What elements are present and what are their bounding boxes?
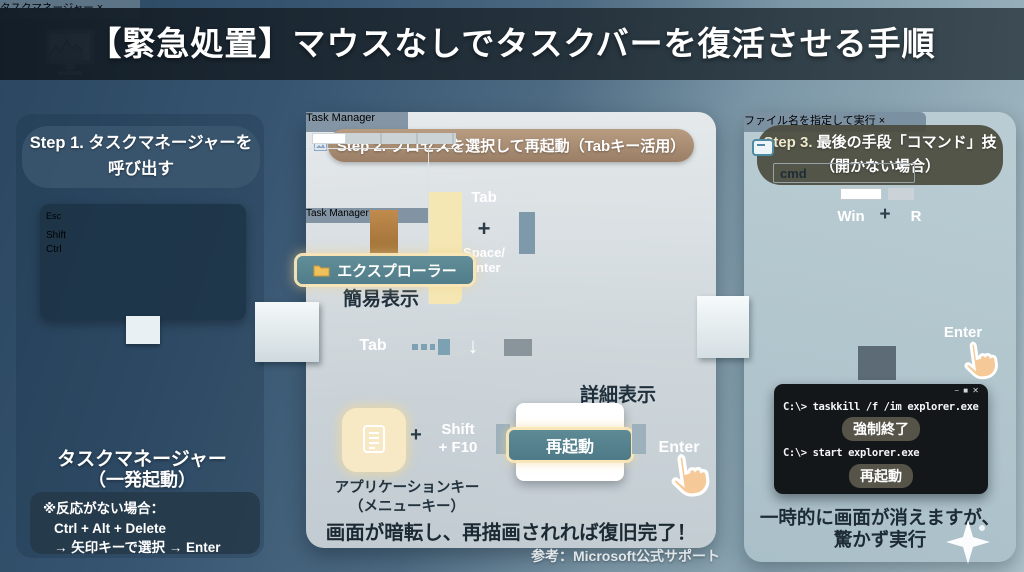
- step2-result-text: 画面が暗転し、再描画されれば復旧完了！: [325, 522, 697, 544]
- menu-key-halo: [342, 408, 406, 472]
- step1-heading-line1: Step 1. タスクマネージャーを: [29, 134, 253, 153]
- column-divider: [428, 148, 429, 304]
- detail-view-caption: 詳細表示: [579, 385, 656, 406]
- shift-f10-key: Shift + F10: [428, 414, 488, 464]
- credit-text: 参考：Microsoft公式サポート: [531, 548, 720, 564]
- r-key: R: [910, 207, 922, 225]
- enter-key: Enter: [658, 439, 700, 456]
- plus-sign-1: +: [477, 216, 491, 241]
- terminal-controls: − ■ ✕: [954, 386, 980, 395]
- step2-panel: Step 2. プロセスを選択して再起動（Tabキー活用） Task Manag…: [297, 112, 716, 548]
- down-arrow-gray: [858, 346, 896, 380]
- simple-window-title: Task Manager: [306, 112, 376, 124]
- terminal-command-1: C:\> taskkill /f /im explorer.exe: [783, 401, 979, 413]
- enter-key-run: Enter: [943, 323, 983, 341]
- tab-strip: [346, 133, 456, 144]
- ctrl-key: Ctrl: [46, 244, 62, 255]
- folder-icon: [313, 265, 330, 277]
- note-line2: Ctrl + Alt + Delete: [54, 520, 167, 536]
- placeholder-bar: [306, 239, 348, 246]
- gray-arrow-right: [504, 339, 532, 356]
- step3-note-line2: 驚かず実行: [833, 529, 927, 550]
- step3-heading-rest: 最後の手段「コマンド」技: [816, 134, 997, 151]
- detail-window-title: Task Manager: [306, 208, 369, 219]
- run-icon: [752, 139, 774, 156]
- down-arrow: [126, 316, 160, 344]
- menu-icon: [363, 425, 385, 453]
- terminal-window: − ■ ✕ C:\> taskkill /f /im explorer.exe …: [774, 384, 988, 494]
- down-arrow-key: ↓: [467, 333, 479, 358]
- placeholder-bar: [306, 164, 352, 170]
- placeholder-square: [306, 230, 315, 239]
- menu-key-caption-line2: （メニューキー）: [349, 499, 465, 515]
- placeholder-square: [306, 154, 316, 164]
- shift-key: Shift: [46, 230, 67, 241]
- run-input: cmd: [773, 163, 915, 183]
- column-header-bar: [306, 223, 332, 230]
- space-enter-key-line2: Enter: [467, 260, 501, 275]
- explorer-highlight-row: エクスプローラー: [297, 256, 473, 284]
- kill-badge: 強制終了: [842, 417, 920, 441]
- menu-key-caption-line1: アプリケーションキー: [334, 480, 480, 496]
- close-icon: ×: [878, 115, 886, 127]
- tab-strip-active: [312, 133, 346, 144]
- title-band: [0, 8, 1024, 80]
- space-enter-key-line1: Space/: [463, 245, 505, 261]
- step1-heading-line2: 呼び出す: [108, 160, 174, 178]
- space-enter-key: Space/ Enter: [457, 241, 511, 281]
- step1-caption-line1: タスクマネージャー: [57, 449, 227, 470]
- plus-sign-2: +: [410, 424, 422, 446]
- step1-note-box: ※反応がない場合： Ctrl + Alt + Delete → 矢印キーで選択 …: [30, 492, 260, 555]
- note-line3: → 矢印キーで選択 → Enter: [54, 540, 221, 556]
- flow-arrow-1: [255, 302, 319, 362]
- context-menu: 再起動: [509, 403, 631, 481]
- small-arrow-right-2: [519, 212, 535, 254]
- restart-badge: 再起動: [849, 464, 913, 488]
- restart-highlight: 再起動: [509, 430, 631, 460]
- run-dialog-title: ファイル名を指定して実行: [744, 115, 876, 127]
- sparkle-icon: [946, 520, 990, 564]
- step1-caption-line2: （一発起動）: [88, 470, 196, 490]
- placeholder-square: [306, 246, 315, 255]
- step3-heading-line2: （開かない場合）: [819, 158, 940, 175]
- tab-key-2: Tab: [359, 337, 387, 354]
- tab-key: Tab: [471, 188, 497, 206]
- application-menu-key: [348, 413, 400, 465]
- highlight-column: [429, 192, 462, 304]
- shift-f10-line2: + F10: [438, 439, 478, 456]
- hand-cursor-icon: [964, 341, 998, 380]
- shift-f10-line1: Shift: [441, 421, 475, 438]
- small-arrow-right-4: [632, 424, 646, 454]
- task-manager-detail-window: Task Manager エクスプローラー: [297, 133, 473, 400]
- placeholder-bar: [516, 410, 578, 417]
- placeholder-bar: [516, 403, 588, 410]
- step3-heading: Step 3. 最後の手段「コマンド」技 （開かない場合）: [757, 125, 1003, 185]
- dialog-button: [840, 188, 882, 200]
- step3-note-line1: 一時的に画面が消えますが、: [759, 507, 1001, 528]
- dotted-arrow: [412, 339, 450, 355]
- small-arrow-right-3: [496, 424, 510, 454]
- step3-panel: Step 3. 最後の手段「コマンド」技 （開かない場合） Win + R ファ…: [744, 112, 1016, 564]
- task-manager-simple-window: Task Manager: [306, 112, 408, 208]
- flow-arrow-2: [697, 296, 749, 358]
- brown-down-arrow: [370, 210, 398, 258]
- explorer-label: エクスプローラー: [337, 262, 457, 280]
- page-title: 【緊急処置】マウスなしでタスクバーを復活させる手順: [88, 25, 936, 62]
- divider-line: [306, 148, 462, 149]
- step1-heading: Step 1. タスクマネージャーを 呼び出す: [22, 126, 260, 188]
- simple-view-caption: 簡易表示: [342, 289, 419, 310]
- dialog-button-2: [888, 188, 914, 200]
- win-key: Win: [837, 207, 865, 225]
- esc-key: Esc: [46, 211, 62, 221]
- plus-sign-3: +: [879, 204, 891, 225]
- hand-cursor-icon: [671, 453, 710, 497]
- terminal-command-2: C:\> start explorer.exe: [783, 447, 920, 459]
- step3-heading-prefix: Step 3.: [763, 134, 813, 151]
- note-line1: ※反応がない場合：: [43, 501, 165, 516]
